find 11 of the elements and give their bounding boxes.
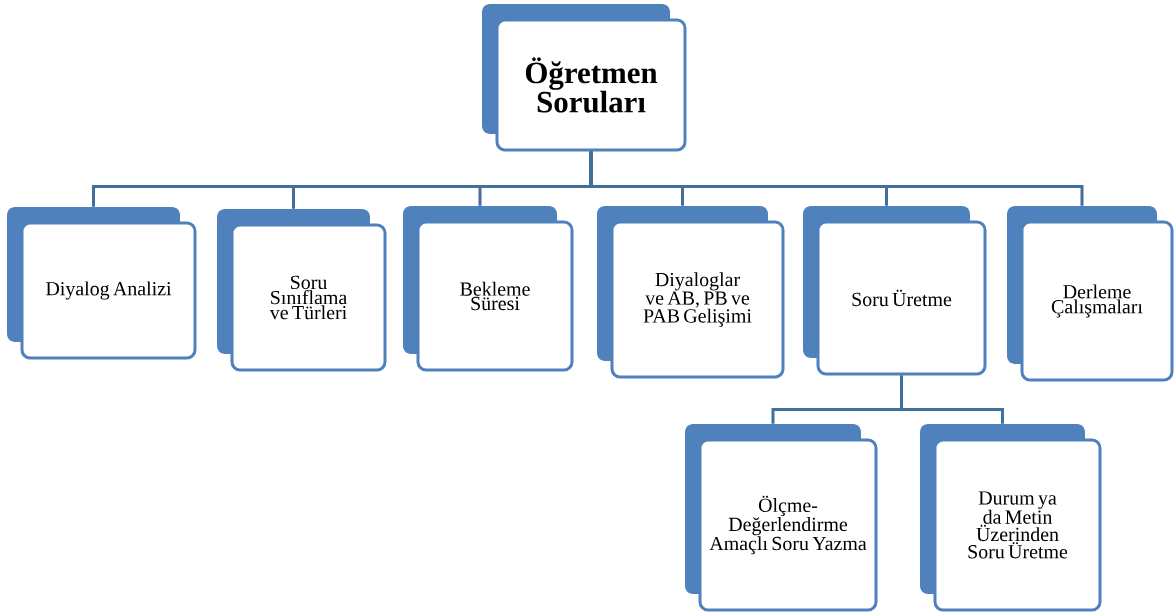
process-box: Derleme Çalışmaları xyxy=(1007,206,1174,382)
connector xyxy=(900,375,1004,424)
process-box: Bekleme Süresi xyxy=(403,206,574,372)
connector xyxy=(589,151,1084,206)
process-box: Diyalog Analizi xyxy=(7,207,197,360)
process-box: Durum ya da Metin Üzerinden Soru Üretme xyxy=(920,424,1102,612)
process-box: Soru Üretme xyxy=(803,206,987,376)
process-box: Soru Sınıflama ve Türleri xyxy=(217,209,387,372)
process-box: Diyaloglar ve AB, PB ve PAB Gelişimi xyxy=(597,206,785,379)
process-box: Öğretmen Soruları xyxy=(482,4,687,152)
process-box: Ölçme-Değerlendirme Amaçlı Soru Yazma xyxy=(685,424,878,612)
